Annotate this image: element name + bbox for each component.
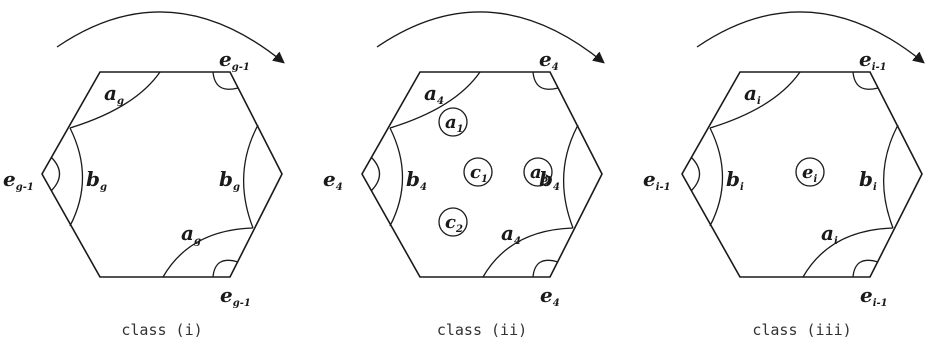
label-a-bottom: ai bbox=[821, 221, 838, 247]
arc-a-bottom bbox=[162, 227, 254, 278]
label-a-top: ai bbox=[744, 81, 761, 107]
corner-angle-left bbox=[50, 156, 61, 192]
label-e-left: eg-1 bbox=[3, 167, 34, 193]
label-b-left: bg bbox=[86, 167, 107, 193]
label-a-top: ag bbox=[104, 81, 124, 107]
arc-b-right bbox=[562, 124, 579, 229]
corner-angle-top-right bbox=[212, 71, 239, 90]
label-a-bottom: ag bbox=[181, 221, 201, 247]
label-a-bottom: a4 bbox=[501, 221, 521, 247]
hexagon bbox=[681, 71, 923, 278]
circled-label: c1 bbox=[463, 157, 493, 187]
circled-label: ei bbox=[795, 157, 825, 187]
label-circle bbox=[795, 157, 825, 187]
label-e-bottom-right: e4 bbox=[540, 283, 560, 309]
arc-b-left bbox=[709, 127, 724, 227]
label-e-top-right: e4 bbox=[539, 47, 559, 73]
label-a-top: a4 bbox=[424, 81, 444, 107]
label-e-left: e4 bbox=[323, 167, 343, 193]
label-b-right: bi bbox=[859, 167, 877, 193]
rotation-arrow bbox=[56, 11, 285, 64]
hexagon bbox=[41, 71, 283, 278]
caption: class (i) bbox=[121, 321, 202, 339]
corner-angle-bottom-right bbox=[532, 259, 559, 278]
label-e-bottom-right: eg-1 bbox=[220, 283, 251, 309]
arc-b-left bbox=[69, 127, 84, 227]
corner-angle-bottom-right bbox=[212, 259, 239, 278]
label-b-right: bg bbox=[219, 167, 240, 193]
arc-b-right bbox=[242, 124, 259, 229]
label-e-bottom-right: ei-1 bbox=[860, 283, 888, 309]
arc-a-bottom bbox=[802, 227, 894, 278]
corner-angle-left bbox=[370, 156, 381, 192]
arc-a-bottom bbox=[482, 227, 574, 278]
corner-angle-left bbox=[690, 156, 701, 192]
label-circle bbox=[438, 107, 468, 137]
circled-label: a3 bbox=[523, 157, 553, 187]
corner-angle-top-right bbox=[852, 71, 879, 90]
label-circle bbox=[463, 157, 493, 187]
arc-a-top bbox=[709, 71, 801, 129]
corner-angle-top-right bbox=[532, 71, 559, 90]
diagram-class-1: eg-1 eg-1 eg-1 ag ag bg bg class (i) bbox=[3, 11, 285, 339]
arc-a-top bbox=[389, 71, 481, 129]
label-e-top-right: eg-1 bbox=[219, 47, 250, 73]
arc-b-right bbox=[882, 124, 899, 229]
label-circle bbox=[438, 207, 468, 237]
corner-angle-bottom-right bbox=[852, 259, 879, 278]
label-b-left: b4 bbox=[406, 167, 427, 193]
label-b-left: bi bbox=[726, 167, 744, 193]
circled-label-text: ei bbox=[802, 162, 817, 185]
diagram-class-3: ei-1 ei-1 ei-1 ai ai bi bi ei class (iii) bbox=[643, 11, 925, 339]
rotation-arrow bbox=[696, 11, 925, 64]
caption: class (ii) bbox=[437, 321, 527, 339]
caption: class (iii) bbox=[752, 321, 851, 339]
rotation-arrow bbox=[376, 11, 605, 64]
circled-label-text: c2 bbox=[445, 212, 463, 235]
label-e-top-right: ei-1 bbox=[859, 47, 887, 73]
label-e-left: ei-1 bbox=[643, 167, 671, 193]
circled-label: a1 bbox=[438, 107, 468, 137]
circled-label: c2 bbox=[438, 207, 468, 237]
arc-b-left bbox=[389, 127, 404, 227]
arc-a-top bbox=[69, 71, 161, 129]
hexagon bbox=[361, 71, 603, 278]
circled-label-text: a3 bbox=[530, 162, 549, 185]
label-circle bbox=[523, 157, 553, 187]
circled-label-text: a1 bbox=[445, 112, 464, 135]
circled-label-text: c1 bbox=[470, 162, 488, 185]
